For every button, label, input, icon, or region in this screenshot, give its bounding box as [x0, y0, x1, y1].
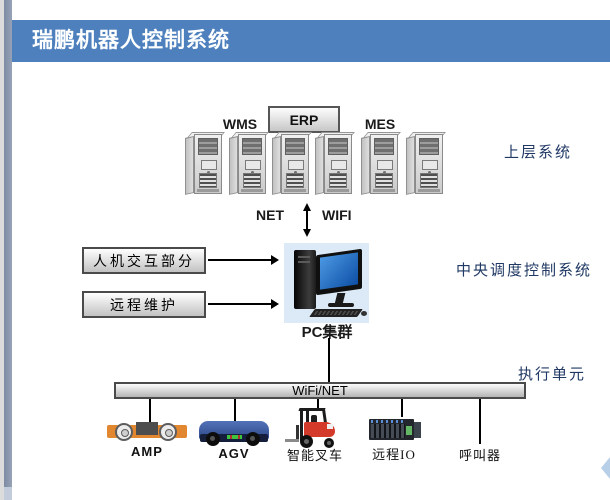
server-icon [406, 132, 446, 196]
server-icon [272, 132, 312, 196]
pc-cluster-label: PC集群 [301, 324, 353, 341]
mes-label: MES [364, 116, 396, 132]
amp-label: AMP [131, 444, 163, 459]
pc-cluster-icon [284, 243, 369, 323]
maintenance-to-pc-arrow [208, 299, 279, 309]
remote-io-label: 远程IO [372, 447, 416, 462]
wifi-label: WIFI [322, 207, 352, 223]
server-icon [229, 132, 269, 196]
pc-tower-icon [294, 250, 316, 309]
prev-slide-arrow-icon[interactable] [601, 457, 610, 479]
pager-label: 呼叫器 [458, 448, 501, 463]
bus-to-pager-line [479, 399, 481, 444]
wms-label: WMS [222, 116, 258, 132]
remote-io-icon [369, 416, 421, 444]
maintenance-box: 远程维护 [82, 291, 206, 318]
page-title: 瑞鹏机器人控制系统 [32, 29, 230, 52]
bus-to-forklift-line [317, 399, 319, 408]
bus-to-amp-line [149, 399, 151, 423]
agv-robot-icon [199, 421, 269, 449]
bus-to-agv-line [234, 399, 236, 422]
up-down-arrow-icon [303, 203, 311, 237]
server-icon [315, 132, 355, 196]
execution-section-label: 执行单元 [518, 367, 587, 383]
forklift-label: 智能叉车 [286, 448, 343, 463]
amp-robot-icon [107, 422, 187, 446]
hmi-box: 人机交互部分 [82, 247, 206, 274]
agv-label: AGV [218, 446, 250, 461]
wifi-net-bus: WiFi/NET [114, 382, 526, 399]
header-banner: 瑞鹏机器人控制系统 [12, 20, 610, 62]
erp-label: ERP [289, 111, 319, 128]
hmi-box-label: 人机交互部分 [93, 254, 195, 270]
upper-layer-section-label: 上层系统 [504, 145, 573, 161]
bus-to-io-line [401, 399, 403, 417]
wifi-net-bus-label: WiFi/NET [292, 383, 348, 398]
forklift-icon [285, 407, 341, 448]
pc-keyboard-icon [309, 309, 363, 317]
left-edge-bar-thumb [4, 487, 12, 500]
erp-box: ERP [268, 106, 340, 133]
net-label: NET [256, 207, 284, 223]
server-icon [185, 132, 225, 196]
maintenance-box-label: 远程维护 [110, 298, 178, 314]
left-edge-bar [4, 0, 12, 500]
server-icon [361, 132, 401, 196]
left-gutter [0, 0, 4, 500]
central-control-section-label: 中央调度控制系统 [456, 263, 593, 279]
pc-mouse-icon [361, 311, 367, 316]
pc-to-bus-line [328, 338, 330, 383]
pc-monitor-icon [316, 248, 362, 296]
hmi-to-pc-arrow [208, 255, 279, 265]
